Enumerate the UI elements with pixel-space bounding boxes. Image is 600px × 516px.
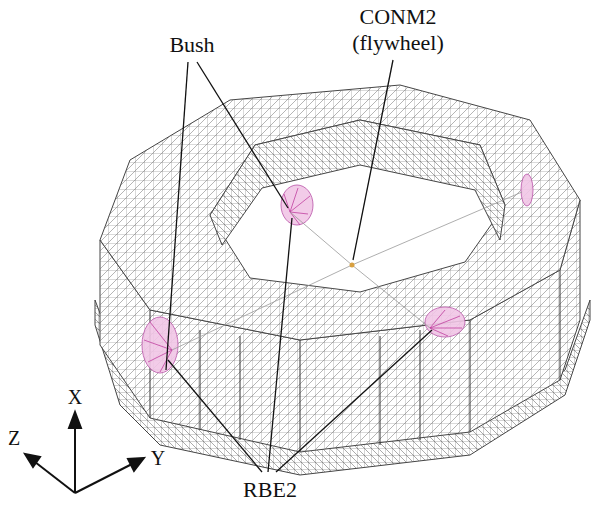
callout-label: CONM2 (flywheel) [339, 4, 457, 56]
callout-label: Bush [166, 32, 217, 58]
axis-label: X [65, 384, 85, 410]
callout-label: RBE2 [240, 477, 300, 503]
axis-label: Z [5, 425, 23, 451]
axis-label: Y [148, 445, 168, 471]
